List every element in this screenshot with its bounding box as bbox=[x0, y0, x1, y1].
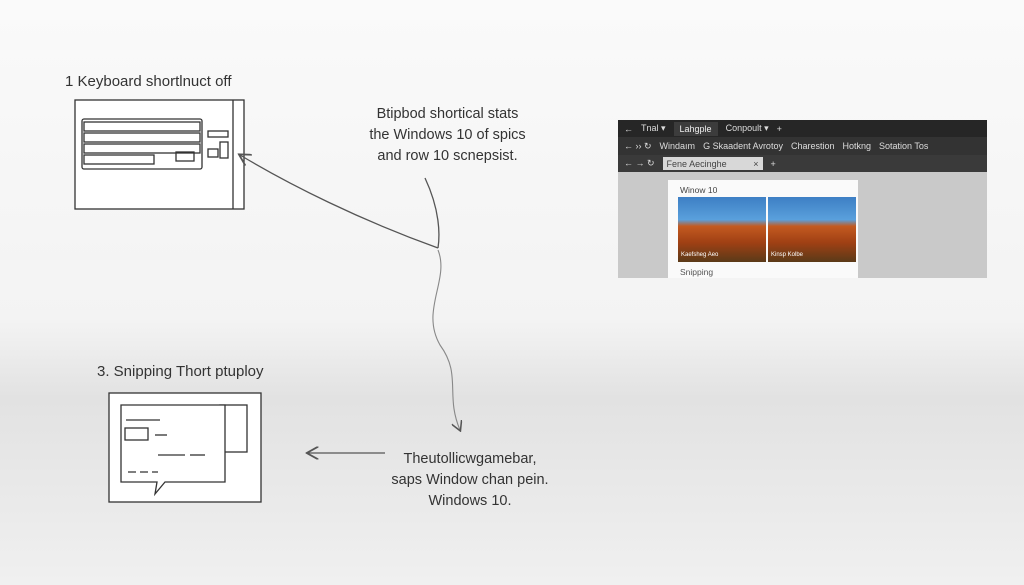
image-thumbnail[interactable]: Kinsp Kolbe bbox=[768, 197, 856, 262]
address-text: Fene Aecinghe bbox=[666, 158, 727, 169]
note-line: saps Window chan pein. bbox=[391, 472, 549, 488]
nav-icons: ← → ↻ bbox=[624, 158, 655, 168]
note-line: and row 10 scnepsist. bbox=[377, 148, 518, 164]
note-line: Windows 10. bbox=[428, 493, 512, 509]
keyboard-label: 1 Keyboard shortlnuct off bbox=[65, 73, 232, 90]
address-bar-row: ← → ↻ Fene Aecinghe × + bbox=[618, 155, 987, 172]
note-line: Theutollicwgamebar, bbox=[403, 451, 537, 467]
image-thumbnail[interactable]: Kaefsheg Aeo bbox=[678, 197, 766, 262]
tab-active[interactable]: Lahgple bbox=[673, 121, 718, 136]
close-icon[interactable]: × bbox=[753, 158, 759, 169]
snipping-tool-icon bbox=[108, 392, 262, 503]
bookmark[interactable]: Windaım bbox=[659, 141, 696, 151]
bookmark[interactable]: Sotation Tos bbox=[879, 141, 929, 151]
add-icon[interactable]: + bbox=[770, 158, 776, 169]
tab[interactable]: Conpoult ▾ bbox=[725, 123, 769, 133]
connector-curve bbox=[432, 249, 460, 430]
note-bottom: Theutollicwgamebar, saps Window chan pei… bbox=[370, 449, 570, 512]
card-footer: Snipping bbox=[680, 267, 714, 277]
tab-bar: ← Tnal ▾ Lahgple Conpoult ▾ + bbox=[618, 120, 987, 137]
address-input[interactable]: Fene Aecinghe × bbox=[662, 157, 763, 170]
tab[interactable]: Tnal ▾ bbox=[641, 123, 666, 133]
arrow-to-keyboard bbox=[240, 155, 439, 249]
image-caption: Kaefsheg Aeo bbox=[681, 252, 719, 258]
note-line: the Windows 10 of spics bbox=[369, 127, 526, 143]
back-icon: ← bbox=[624, 123, 633, 134]
keyboard-icon bbox=[74, 99, 245, 210]
browser-screenshot: ← Tnal ▾ Lahgple Conpoult ▾ + ← ›› ↻ Win… bbox=[618, 120, 987, 278]
new-tab-button[interactable]: + bbox=[776, 123, 782, 134]
snipping-label: 3. Snipping Thort ptuploy bbox=[97, 363, 264, 380]
note-top: Btipbod shortical stats the Windows 10 o… bbox=[340, 104, 555, 167]
bookmark[interactable]: Charestion bbox=[790, 141, 835, 151]
bookmark[interactable]: G Skaadent Avrotoy bbox=[703, 141, 783, 151]
arrow-from-note bbox=[424, 177, 440, 249]
content-card: Winow 10 Kaefsheg Aeo Kinsp Kolbe Snippi… bbox=[668, 180, 858, 278]
card-title: Winow 10 bbox=[680, 185, 718, 195]
note-line: Btipbod shortical stats bbox=[376, 106, 519, 122]
bookmarks-bar: ← ›› ↻ Windaım G Skaadent Avrotoy Chares… bbox=[618, 137, 987, 155]
image-caption: Kinsp Kolbe bbox=[771, 252, 804, 258]
bookmark[interactable]: Hotkng bbox=[842, 141, 872, 151]
back-icon: ← ›› ↻ bbox=[624, 140, 652, 151]
